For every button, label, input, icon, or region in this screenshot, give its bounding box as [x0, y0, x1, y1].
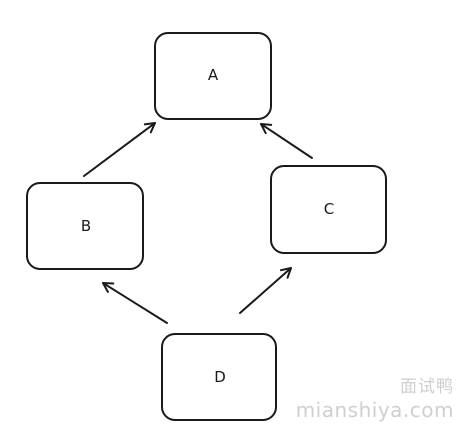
node-a[interactable]: A — [154, 32, 272, 120]
node-c[interactable]: C — [270, 165, 387, 254]
node-d[interactable]: D — [161, 333, 277, 421]
watermark-en: mianshiya.com — [295, 398, 454, 422]
node-b-label: B — [81, 217, 91, 235]
node-a-label: A — [208, 66, 219, 84]
node-a-box — [154, 32, 272, 120]
edge-c-to-a-arrow — [260, 123, 313, 159]
node-d-box — [161, 333, 277, 421]
edge-b-to-a-arrow — [83, 122, 156, 177]
node-c-box — [270, 165, 387, 254]
node-c-label: C — [324, 200, 334, 218]
edge-d-to-b-arrow — [102, 282, 168, 324]
node-d-label: D — [214, 368, 226, 386]
edge-d-to-c-arrow — [239, 267, 292, 314]
node-b-box — [26, 182, 144, 270]
node-b[interactable]: B — [26, 182, 144, 270]
watermark-cn: 面试鸭 — [400, 377, 454, 397]
